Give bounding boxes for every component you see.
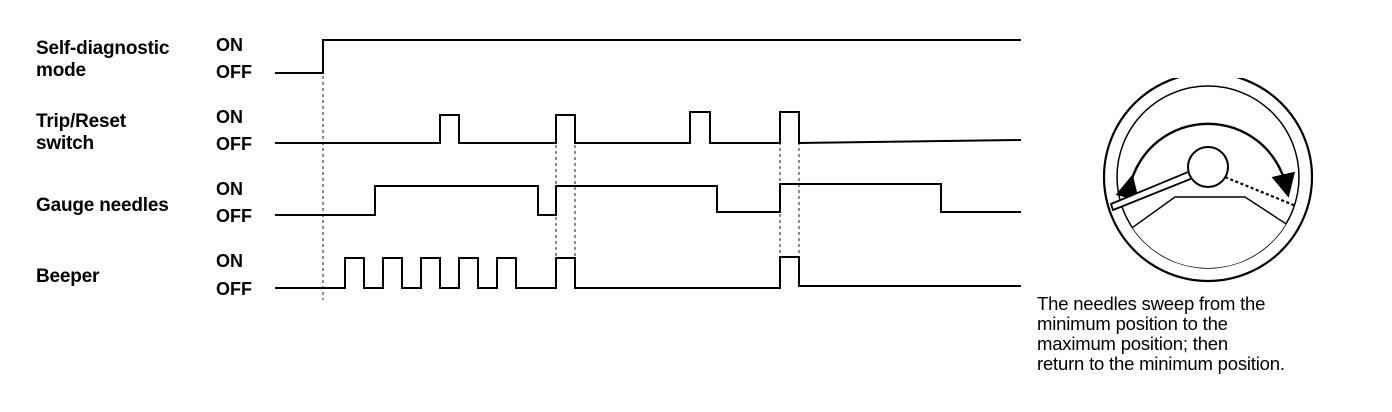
- signal-label-beeper: Beeper: [36, 266, 100, 287]
- waveform-self-diagnostic: [275, 39, 1021, 74]
- signal-label-self-diagnostic: Self-diagnostic mode: [36, 38, 170, 81]
- needle-max-icon: [1214, 171, 1297, 208]
- waveform-gauge-needles: [275, 183, 1021, 216]
- waveform-beeper: [275, 256, 1021, 289]
- on-label-gauge-needles: ON: [216, 179, 243, 199]
- waveform-trip-reset: [275, 111, 1022, 145]
- off-label-trip-reset: OFF: [216, 134, 252, 154]
- timing-diagram: [275, 39, 1022, 300]
- sweep-arrows-icon: [1115, 122, 1296, 201]
- gauge-caption: The needles sweep from the minimum posit…: [1037, 293, 1285, 374]
- off-label-beeper: OFF: [216, 279, 252, 299]
- on-label-beeper: ON: [216, 251, 243, 271]
- on-label-self-diagnostic: ON: [216, 35, 243, 55]
- gauge-hub-icon: [1187, 146, 1229, 188]
- signal-label-trip-reset: Trip/Reset switch: [36, 111, 126, 154]
- gauge-dial-icon: [1102, 78, 1314, 283]
- on-label-trip-reset: ON: [216, 107, 243, 127]
- off-label-self-diagnostic: OFF: [216, 62, 252, 82]
- off-label-gauge-needles: OFF: [216, 206, 252, 226]
- signal-label-gauge-needles: Gauge needles: [36, 195, 169, 216]
